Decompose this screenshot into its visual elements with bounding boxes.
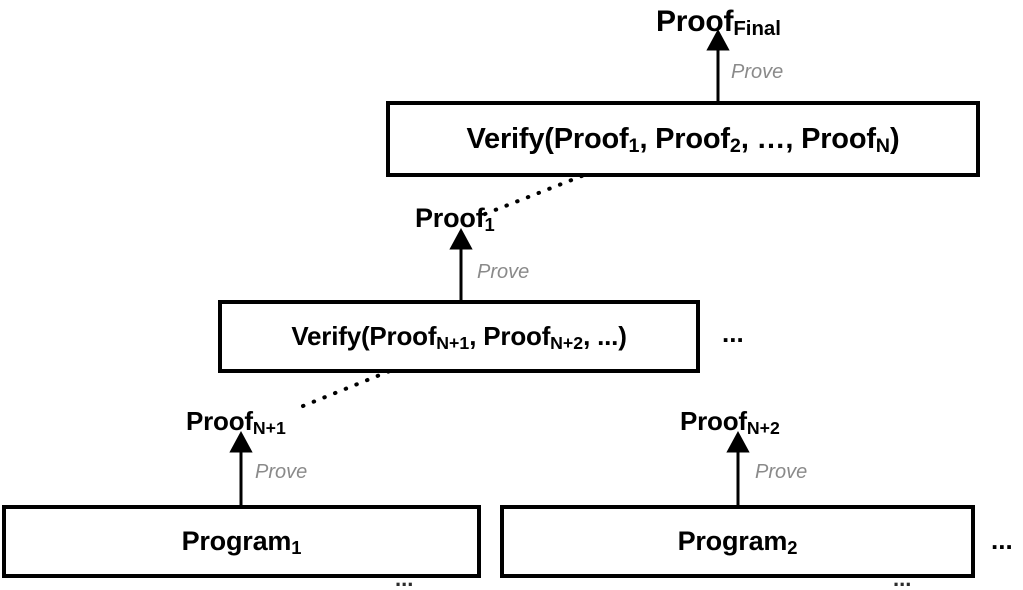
subscript-1: 1 (291, 537, 302, 559)
subscript-n-plus-1: N+1 (252, 417, 286, 438)
box-verify-top-text: Verify(Proof1, Proof2, …, ProofN) (466, 122, 900, 157)
edge-label-prove-program-1: Prove (255, 461, 308, 483)
box-program-1-text: Program1 (181, 526, 302, 559)
box-verify-top[interactable]: Verify(Proof1, Proof2, …, ProofN) (386, 101, 980, 177)
box-verify-mid-text: Verify(ProofN+1, ProofN+2, ...) (291, 321, 627, 353)
edge-label-prove-program-2: Prove (755, 461, 808, 483)
subscript-n-plus-1: N+1 (436, 332, 470, 353)
subscript-1: 1 (484, 214, 495, 236)
edge-label-prove-mid: Prove (477, 261, 530, 283)
box-program-1[interactable]: Program1 (2, 505, 481, 578)
label-proof-final: ProofFinal (656, 5, 781, 41)
box-program-2[interactable]: Program2 (500, 505, 975, 578)
ellipsis-bottom-right: ... (991, 525, 1013, 555)
subscript-n-plus-2: N+2 (746, 417, 780, 438)
subscript-2: 2 (729, 134, 741, 157)
dotted-connector-proof-1 (483, 170, 594, 216)
subscript-2: 2 (787, 537, 798, 559)
edge-label-prove-final: Prove (731, 61, 784, 83)
label-proof-n-plus-1: ProofN+1 (186, 406, 286, 438)
ellipsis-under-program-1: ... (395, 566, 414, 590)
subscript-final: Final (733, 18, 781, 41)
subscript-1: 1 (628, 134, 640, 157)
subscript-n: N (875, 134, 891, 157)
subscript-n-plus-2: N+2 (550, 332, 584, 353)
label-proof-1: Proof1 (415, 203, 495, 236)
box-verify-mid[interactable]: Verify(ProofN+1, ProofN+2, ...) (218, 300, 700, 373)
ellipsis-under-program-2: ... (893, 566, 912, 590)
box-program-2-text: Program2 (677, 526, 798, 559)
ellipsis-mid-right: ... (722, 318, 744, 348)
label-proof-n-plus-2: ProofN+2 (680, 406, 780, 438)
